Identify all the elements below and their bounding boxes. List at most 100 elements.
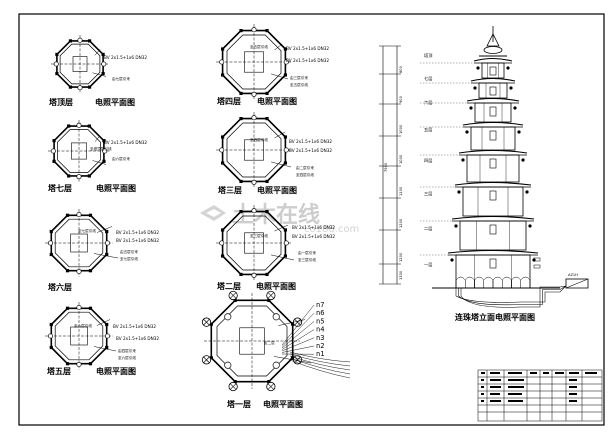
watermark-url: co188.com: [304, 224, 359, 235]
tier-window: [489, 224, 497, 235]
floor-plan: [201, 290, 312, 392]
circuit-label: n6: [316, 309, 324, 317]
cable-bundle-line: [289, 359, 351, 379]
column-mark: [220, 228, 225, 232]
floor-plan: [51, 35, 109, 93]
circuit-line: [281, 337, 315, 352]
leader-line: [96, 226, 113, 233]
leader-line: [273, 356, 312, 364]
cable-bundle-line: [289, 353, 351, 367]
light-fixture-icon: [77, 37, 83, 43]
tier-window: [489, 66, 497, 76]
column-mark: [49, 229, 53, 234]
dim-label: 1000: [399, 124, 403, 134]
column-mark: [267, 380, 271, 384]
core-box: [239, 327, 265, 355]
cable-tag: [533, 257, 541, 262]
pagoda-tier: [420, 77, 516, 99]
column-mark: [105, 229, 109, 234]
tier-eave: [451, 215, 535, 220]
core-box: [244, 232, 264, 254]
note-label: 至七层引线: [120, 256, 138, 261]
light-fixture-icon: [76, 174, 82, 180]
watermark-text: 土木在线: [232, 202, 320, 228]
note-label: 由五层引来: [120, 249, 138, 254]
column-mark: [209, 322, 213, 326]
plan-title-2: 塔二层: [217, 281, 241, 291]
leader-line: [93, 253, 119, 259]
lamp-icon: [506, 66, 510, 70]
tier-body: [474, 102, 512, 123]
circuit-label: n5: [316, 317, 324, 325]
core-box: [71, 142, 87, 160]
tier-eave: [454, 181, 532, 186]
base-arch: [474, 276, 484, 288]
note-label: 至六层引线: [74, 323, 92, 328]
cable-label: BV 2x1.5+1x6 DN32: [292, 234, 335, 239]
leader-line: [274, 224, 289, 232]
tier-body: [470, 126, 516, 151]
floor-label: 五层: [424, 127, 432, 133]
floor-plan: [48, 120, 110, 182]
column-mark: [220, 73, 225, 77]
light-fixture-icon: [251, 115, 257, 121]
plan-title-4: 塔四层: [217, 96, 241, 106]
light-fixture-icon: [47, 240, 54, 246]
column-mark: [265, 91, 269, 96]
light-fixture-icon: [251, 272, 257, 278]
plan-subtitle-3: 电照平面图: [257, 185, 297, 195]
column-mark: [265, 272, 269, 277]
circuit-line: [281, 329, 315, 350]
light-fixture-icon: [76, 211, 82, 218]
light-fixture-cross: [229, 383, 237, 390]
plan-subtitle-4: 电照平面图: [257, 96, 297, 106]
note-label: 由六层引来: [112, 156, 130, 161]
cable-label: BV 2x1.5+1x6 DN32: [104, 140, 147, 145]
column-mark: [65, 213, 70, 217]
column-mark: [265, 28, 269, 33]
column-mark: [88, 213, 93, 217]
lamp-icon: [450, 258, 454, 262]
lamp-icon: [461, 158, 465, 162]
column-mark: [102, 159, 106, 163]
column-mark: [49, 252, 53, 257]
tier-window: [489, 258, 497, 269]
light-fixture-icon: [76, 268, 82, 275]
tier-window: [489, 190, 497, 201]
light-fixture-icon: [219, 147, 225, 153]
base-arch: [465, 276, 475, 288]
light-fixture-icon: [251, 27, 257, 33]
plan-title-7: 塔七层: [48, 183, 72, 193]
column-mark: [52, 159, 56, 163]
distribution-panel-diagonal: [565, 278, 589, 289]
cable-label: BV 2x1.5+1x6 DN32: [116, 230, 159, 235]
light-fixture-icon: [251, 91, 257, 97]
column-mark: [283, 135, 288, 139]
circuit-line: [281, 321, 315, 349]
octagon-wall-inner: [226, 122, 282, 178]
dim-label: 1100: [399, 186, 403, 196]
cable-label: BV 2x1.5+1x6 DN32: [292, 225, 335, 230]
column-mark: [220, 161, 225, 165]
tier-eave: [458, 149, 528, 154]
note-label: 由一层引来: [298, 250, 316, 255]
tier-window: [489, 158, 497, 169]
cable-label: BV 2x1.5+1x6 DN32: [104, 55, 147, 60]
leader-line: [278, 319, 306, 326]
column-mark: [239, 28, 243, 33]
pagoda-tier: [420, 215, 535, 251]
tier-body: [459, 220, 527, 251]
pagoda-tier: [420, 249, 539, 289]
circuit-label: n2: [316, 342, 324, 350]
plan-title-top: 塔顶层: [49, 97, 73, 107]
elevation-floor-labels: 塔顶 七层 六层 五层 四层 三层 二层 一层: [424, 52, 433, 268]
floor-label: 一层: [424, 262, 432, 268]
pagoda-tier: [420, 57, 513, 79]
column-mark: [267, 298, 271, 302]
column-mark: [283, 254, 288, 258]
cable-label: BV 2x1.5+1x6 DN32: [289, 139, 332, 144]
base-arch: [483, 276, 494, 288]
supply-cable: [455, 285, 567, 303]
column-mark: [233, 298, 237, 302]
circuit-label: n3: [316, 334, 324, 342]
